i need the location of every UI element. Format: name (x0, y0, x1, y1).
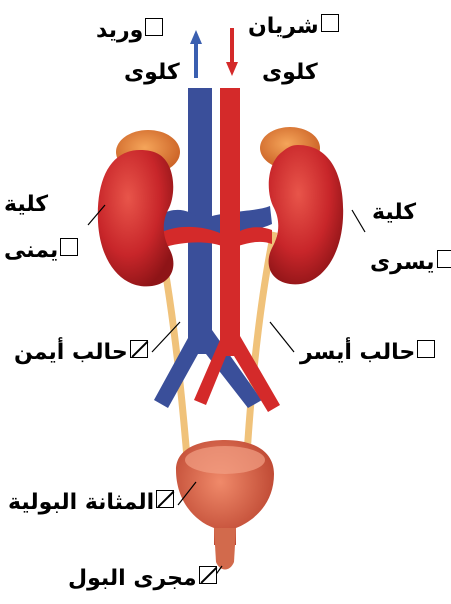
right-ureter-label: حالب أيمن (14, 340, 148, 366)
checkbox-icon (417, 340, 435, 358)
checkbox-icon (130, 340, 148, 358)
left-kidney-label-line2: يسرى (370, 250, 451, 276)
right-kidney-label-line1: كلية (4, 192, 48, 218)
checkbox-icon (145, 18, 163, 36)
bladder-label: المثانة البولية (8, 490, 174, 516)
left-ureter-label: حالب أيسر (300, 340, 435, 366)
left-kidney (269, 145, 344, 284)
urethra (214, 528, 236, 570)
left-kidney-label-line1: كلية (372, 200, 416, 226)
checkbox-icon (199, 566, 217, 584)
checkbox-icon (156, 490, 174, 508)
renal-vein-label-line1: وريد (96, 18, 163, 44)
renal-artery-label-line2: كلوى (262, 60, 318, 86)
right-kidney-label-line2: يمنى (4, 238, 78, 264)
right-kidney (98, 150, 174, 286)
left-renal-artery (238, 227, 272, 246)
artery-arrow-icon (226, 62, 238, 76)
checkbox-icon (60, 238, 78, 256)
checkbox-icon (437, 250, 451, 268)
checkbox-icon (321, 14, 339, 32)
urethra-label: مجرى البول (68, 566, 217, 592)
vein-arrow-icon (190, 30, 202, 44)
renal-vein-label-line2: كلوى (124, 60, 180, 86)
renal-artery-label-line1: شريان (248, 14, 339, 40)
